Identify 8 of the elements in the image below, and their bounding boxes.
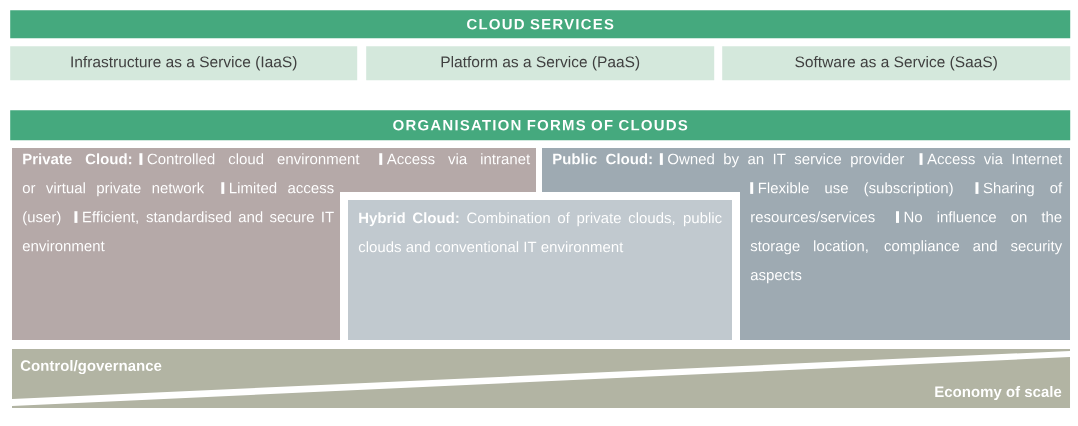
heading-bar: ORGANISATION FORMS OF CLOUDS: [10, 110, 1071, 141]
service-box: Software as a Service (SaaS): [722, 46, 1071, 81]
cloud-panel: Hybrid Cloud: Combination of private clouds, public clouds and conventional IT environment: [348, 200, 732, 340]
service-box: Infrastructure as a Service (IaaS): [10, 46, 358, 81]
heading-bar: CLOUD SERVICES: [10, 10, 1071, 39]
node-label: Economy of scale: [935, 386, 1062, 400]
service-box: Platform as a Service (PaaS): [366, 46, 715, 81]
node-label: Control/governance: [20, 359, 162, 375]
